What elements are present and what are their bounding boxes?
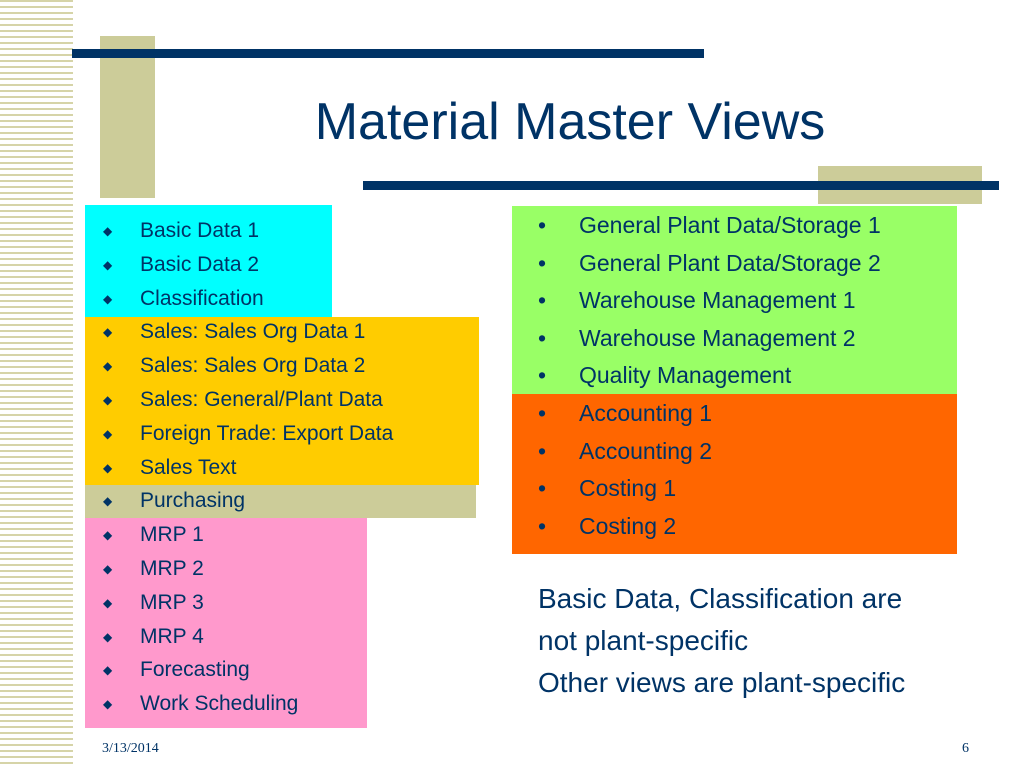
dot-bullet-icon: • xyxy=(538,475,547,502)
plant-storage-group-box xyxy=(512,206,957,394)
note-line: Other views are plant-specific xyxy=(538,667,906,698)
list-item: ◆Basic Data 1 xyxy=(103,216,393,250)
diamond-bullet-icon: ◆ xyxy=(103,595,113,610)
note-line: not plant-specific xyxy=(538,625,749,656)
decorative-stripes xyxy=(0,0,73,768)
basic-data-group-box xyxy=(85,205,332,317)
mrp-group-box xyxy=(85,518,367,728)
diamond-bullet-icon: ◆ xyxy=(103,460,113,475)
page-number: 6 xyxy=(962,741,969,756)
list-item: ◆Foreign Trade: Export Data xyxy=(103,419,393,453)
list-item: •Warehouse Management 2 xyxy=(538,321,881,359)
list-item: ◆Purchasing xyxy=(103,486,393,520)
sales-group-box xyxy=(85,317,479,485)
slide-title: Material Master Views xyxy=(314,93,826,151)
list-item: •Accounting 1 xyxy=(538,396,881,434)
list-item: •Costing 2 xyxy=(538,509,881,547)
list-item: ◆Sales: Sales Org Data 1 xyxy=(103,317,393,351)
list-item: •General Plant Data/Storage 2 xyxy=(538,246,881,284)
dot-bullet-icon: • xyxy=(538,362,547,389)
decorative-tan-block xyxy=(100,36,155,198)
diamond-bullet-icon: ◆ xyxy=(103,426,113,441)
diamond-bullet-icon: ◆ xyxy=(103,291,113,306)
list-item: ◆MRP 4 xyxy=(103,622,393,656)
list-item: ◆Classification xyxy=(103,284,393,318)
list-item: ◆Sales: General/Plant Data xyxy=(103,385,393,419)
list-item: ◆Sales: Sales Org Data 2 xyxy=(103,351,393,385)
purchasing-group-box xyxy=(85,485,476,518)
list-item: ◆Forecasting xyxy=(103,655,393,689)
diamond-bullet-icon: ◆ xyxy=(103,663,113,678)
footer-date: 3/13/2014 xyxy=(102,741,159,756)
right-view-list: •General Plant Data/Storage 1 •General P… xyxy=(538,208,881,546)
list-item: ◆Work Scheduling xyxy=(103,689,393,723)
list-item: ◆MRP 1 xyxy=(103,520,393,554)
diamond-bullet-icon: ◆ xyxy=(103,392,113,407)
diamond-bullet-icon: ◆ xyxy=(103,494,113,509)
left-view-list: ◆Basic Data 1 ◆Basic Data 2 ◆Classificat… xyxy=(103,216,393,723)
diamond-bullet-icon: ◆ xyxy=(103,561,113,576)
plant-specific-note: Basic Data, Classification are not plant… xyxy=(538,578,905,704)
diamond-bullet-icon: ◆ xyxy=(103,325,113,340)
list-item: ◆MRP 3 xyxy=(103,588,393,622)
list-item: •Quality Management xyxy=(538,358,881,396)
dot-bullet-icon: • xyxy=(538,212,547,238)
decorative-line-bottom xyxy=(363,181,999,190)
note-line: Basic Data, Classification are xyxy=(538,583,903,614)
dot-bullet-icon: • xyxy=(538,287,547,314)
diamond-bullet-icon: ◆ xyxy=(103,697,113,712)
diamond-bullet-icon: ◆ xyxy=(103,629,113,644)
dot-bullet-icon: • xyxy=(538,512,547,539)
accounting-group-box xyxy=(512,394,957,554)
list-item: •General Plant Data/Storage 1 xyxy=(538,208,881,246)
list-item: •Costing 1 xyxy=(538,471,881,509)
dot-bullet-icon: • xyxy=(538,437,547,464)
list-item: •Accounting 2 xyxy=(538,434,881,472)
decorative-line-top xyxy=(72,49,704,58)
list-item: ◆Basic Data 2 xyxy=(103,250,393,284)
diamond-bullet-icon: ◆ xyxy=(103,359,113,374)
list-item: ◆MRP 2 xyxy=(103,554,393,588)
dot-bullet-icon: • xyxy=(538,249,547,276)
list-item: •Warehouse Management 1 xyxy=(538,283,881,321)
dot-bullet-icon: • xyxy=(538,324,547,351)
list-item: ◆Sales Text xyxy=(103,453,393,487)
diamond-bullet-icon: ◆ xyxy=(103,257,113,272)
dot-bullet-icon: • xyxy=(538,399,547,426)
diamond-bullet-icon: ◆ xyxy=(103,224,113,238)
diamond-bullet-icon: ◆ xyxy=(103,528,113,543)
